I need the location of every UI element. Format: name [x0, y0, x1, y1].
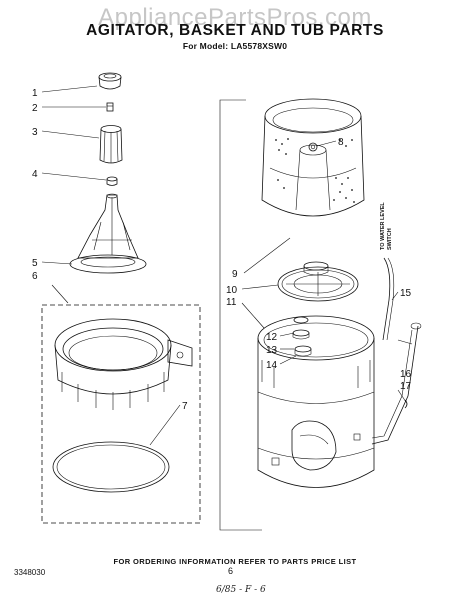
tub-seal-stack: [292, 316, 312, 357]
water-level-label-line1: TO WATER LEVEL: [380, 202, 386, 250]
left-assembly-box: [41, 304, 201, 524]
model-line: For Model: LA5578XSW0: [182, 41, 288, 51]
diagram-title: AGITATOR, BASKET AND TUB PARTS: [86, 22, 384, 39]
agitator-bolt: [106, 102, 114, 112]
callout-7: 7: [182, 401, 188, 412]
callout-4: 4: [32, 169, 38, 180]
agitator-barrel: [99, 125, 123, 164]
leader-lines: [41, 85, 413, 446]
callout-3: 3: [32, 127, 38, 138]
splash-ring: [277, 266, 359, 302]
callout-17: 17: [400, 381, 412, 392]
callout-13: 13: [266, 345, 278, 356]
callout-12: 12: [266, 332, 278, 343]
wash-basket: [261, 98, 365, 217]
callout-6: 6: [32, 271, 38, 282]
water-level-label-line2: SWITCH: [387, 228, 393, 250]
callout-9: 9: [232, 269, 238, 280]
callout-11: 11: [226, 297, 237, 308]
basket-nut: [308, 142, 318, 152]
tub-gasket: [52, 441, 170, 493]
agitator-seal: [106, 176, 118, 186]
ordering-info: FOR ORDERING INFORMATION REFER TO PARTS …: [113, 557, 357, 566]
callout-1: 1: [32, 88, 38, 99]
basket-perforations: [275, 138, 355, 203]
callout-14: 14: [266, 360, 278, 371]
callout-10: 10: [226, 285, 238, 296]
callout-15: 15: [400, 288, 412, 299]
pressure-hose: [382, 257, 395, 341]
watermark-text: AppliancePartsPros.com: [98, 4, 372, 31]
callout-16: 16: [400, 369, 412, 380]
callout-8: 8: [338, 137, 344, 148]
air-dome-tube: [371, 322, 422, 445]
handwritten-note: 6/85 - F - 6: [216, 585, 266, 595]
page-number: 6: [228, 566, 234, 576]
callout-numbers: 1 2 3 4 5 6 7 8 9 10 11 12 13 14 15 16 1…: [32, 88, 412, 412]
outer-tub: [257, 315, 375, 488]
hose-clamp: [404, 399, 408, 409]
agitator-cap: [98, 72, 122, 90]
basket-drive-block: [303, 261, 329, 276]
document-number: 3348030: [14, 568, 46, 577]
callout-5: 5: [32, 258, 38, 269]
water-level-label: TO WATER LEVEL SWITCH: [380, 202, 393, 250]
callout-2: 2: [32, 103, 38, 114]
tub-ring: [54, 318, 193, 410]
agitator-base: [77, 193, 139, 259]
